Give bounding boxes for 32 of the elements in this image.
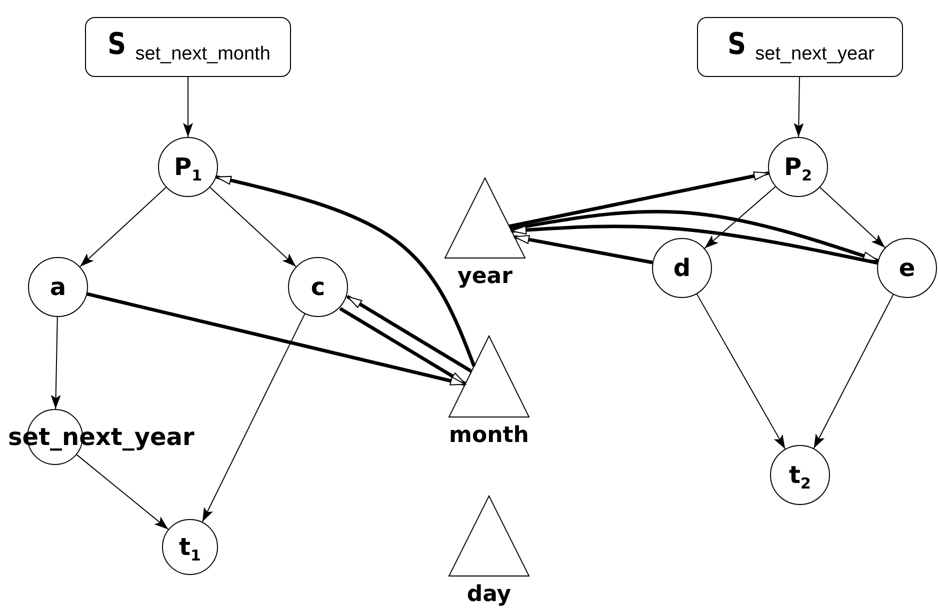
node-label: day [466,584,512,606]
node-label: P$_{2}$ [784,154,812,184]
node-label: year [458,266,512,288]
arrow [510,210,878,262]
node-label: month [449,425,529,447]
node-label: S$_{set_next_year}$ [726,30,874,64]
arrow [216,175,476,367]
arrow [508,171,770,228]
arrow [202,313,306,522]
node-label: t$_{2}$ [789,462,811,492]
arrow [50,316,61,410]
arrow [696,294,786,450]
arrow [346,294,472,373]
node-label: d [673,256,691,280]
arrow [820,186,886,248]
arrow [813,294,894,449]
arrow [704,186,776,249]
arrow [210,186,296,268]
arrow [794,76,804,138]
node-label: t$_{1}$ [179,534,201,564]
arrow [183,76,193,138]
node-label: P$_{1}$ [174,154,202,184]
arrow [86,292,466,386]
arrow [511,224,878,265]
node-label: a [50,275,66,299]
node-label: S$_{set_next_month}$ [106,30,270,64]
arrow [80,186,166,268]
node-label: e [898,256,916,280]
arrow [339,306,466,386]
arrow [514,235,653,264]
node-label: c [310,275,326,299]
arrow [76,454,169,530]
